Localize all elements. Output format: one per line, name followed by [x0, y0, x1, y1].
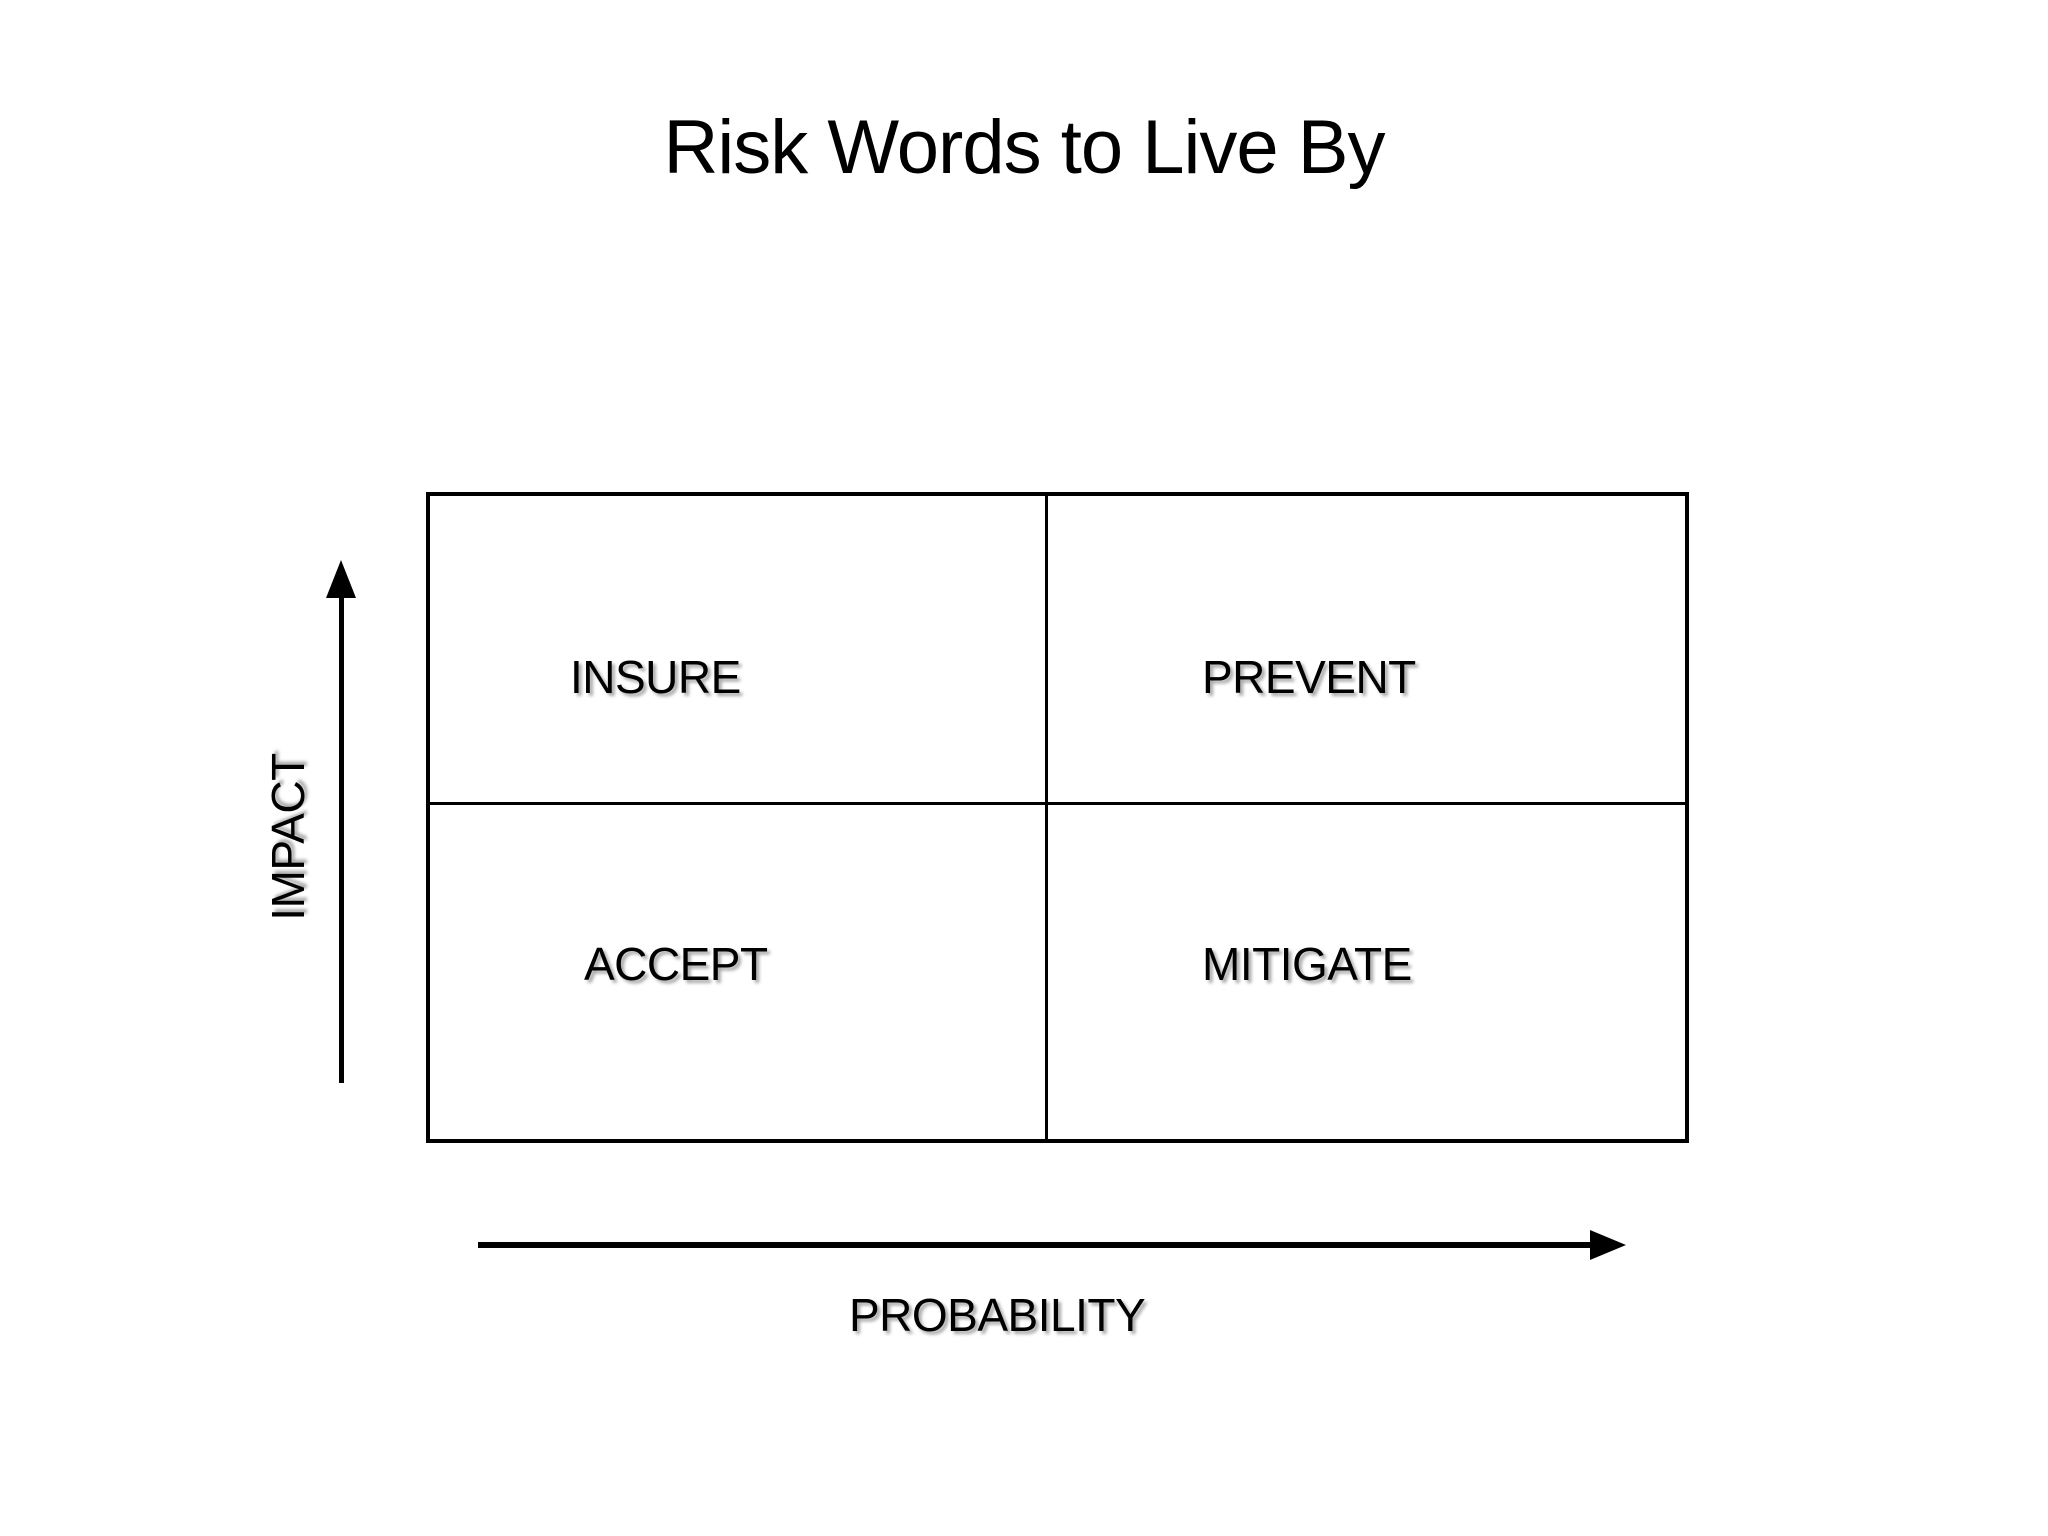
quadrant-label-accept: ACCEPT [584, 938, 768, 990]
impact-axis-arrowhead-icon [326, 560, 356, 598]
quadrant-label-prevent: PREVENT [1202, 651, 1416, 703]
impact-axis-label: IMPACT [262, 753, 314, 921]
probability-axis-line [478, 1242, 1592, 1248]
risk-matrix-grid [426, 492, 1689, 1143]
matrix-vertical-divider [1044, 496, 1048, 1139]
probability-axis-label: PROBABILITY [849, 1289, 1146, 1341]
quadrant-label-insure: INSURE [570, 651, 741, 703]
quadrant-label-mitigate: MITIGATE [1202, 938, 1412, 990]
diagram-title: Risk Words to Live By [663, 105, 1386, 190]
probability-axis-arrowhead-icon [1590, 1230, 1626, 1260]
impact-axis-line [339, 588, 344, 1083]
matrix-horizontal-divider [430, 802, 1685, 806]
